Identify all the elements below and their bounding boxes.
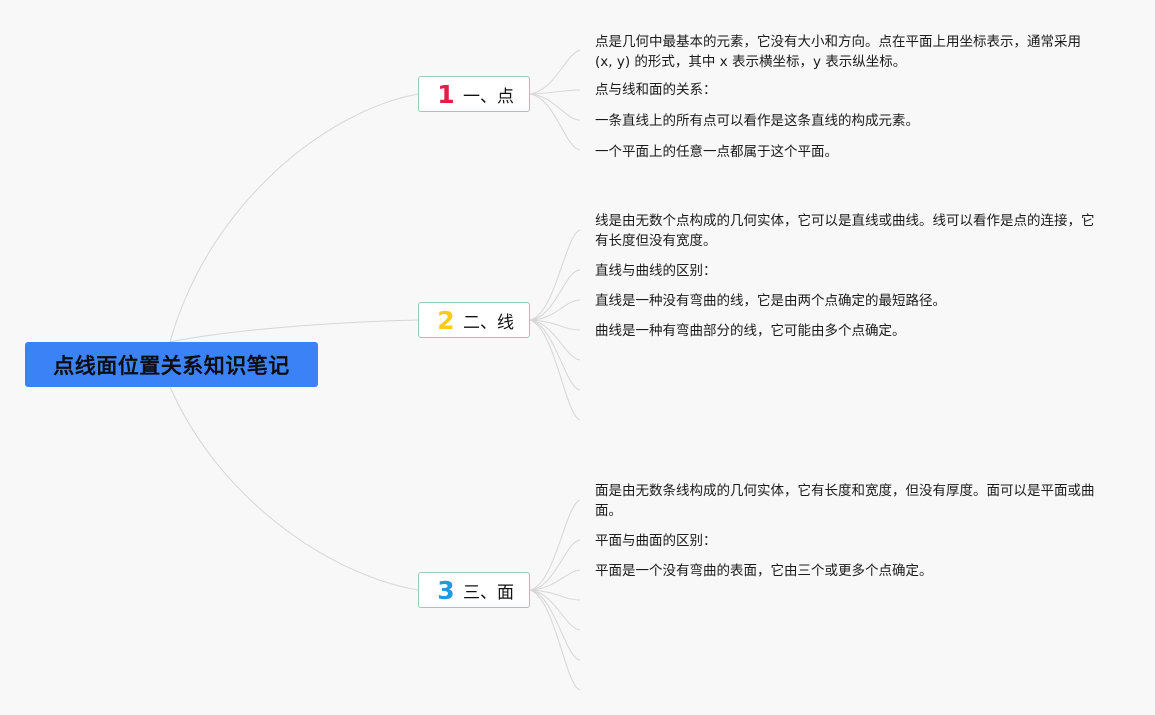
connector-b2-leaf-6 xyxy=(529,319,581,391)
number-two-icon: 2 xyxy=(437,305,455,335)
leaf-topic[interactable]: 曲线是一种有弯曲部分的线，它可能由多个点确定。 xyxy=(595,323,906,339)
leaf-topic[interactable]: 直线与曲线的区别： xyxy=(595,263,717,279)
connector-b2-leaf-4 xyxy=(529,319,581,331)
branch-label: 三、面 xyxy=(463,582,514,603)
leaf-topic[interactable]: 一条直线上的所有点可以看作是这条直线的构成元素。 xyxy=(595,113,919,129)
connector-b1-leaf-2 xyxy=(529,89,581,95)
branch-topic-point[interactable]: 1 一、点 xyxy=(418,76,530,112)
connector-b2-leaf-2 xyxy=(529,269,581,321)
leaf-topic[interactable]: 一个平面上的任意一点都属于这个平面。 xyxy=(595,144,838,160)
root-topic-label: 点线面位置关系知识笔记 xyxy=(53,353,290,378)
branch-label: 一、点 xyxy=(463,86,514,107)
connector-b3-leaf-1 xyxy=(529,499,581,591)
connector-b3-leaf-2 xyxy=(529,539,581,591)
connector-b3-leaf-4 xyxy=(529,589,581,601)
leaf-topic[interactable]: 点是几何中最基本的元素，它没有大小和方向。点在平面上用坐标表示，通常采用 (x,… xyxy=(595,34,1081,70)
connector-b1-leaf-1 xyxy=(529,49,581,95)
connector-b3-leaf-7 xyxy=(529,589,581,691)
leaf-topic[interactable]: 平面与曲面的区别： xyxy=(595,533,717,549)
root-topic[interactable]: 点线面位置关系知识笔记 xyxy=(25,342,318,387)
leaf-topic[interactable]: 直线是一种没有弯曲的线，它是由两个点确定的最短路径。 xyxy=(595,293,946,309)
branch-topic-plane[interactable]: 3 三、面 xyxy=(418,572,530,608)
connector-root-branch-3 xyxy=(169,386,419,591)
leaf-topic[interactable]: 点与线和面的关系： xyxy=(595,82,717,98)
number-one-icon: 1 xyxy=(437,79,455,109)
connector-b2-leaf-1 xyxy=(529,229,581,321)
connector-root-branch-2 xyxy=(169,319,419,343)
connector-root-branch-1 xyxy=(169,93,419,343)
leaf-topic[interactable]: 线是由无数个点构成的几何实体，它可以是直线或曲线。线可以看作是点的连接，它有长度… xyxy=(595,213,1095,249)
leaf-topic[interactable]: 平面是一个没有弯曲的表面，它由三个或更多个点确定。 xyxy=(595,563,933,579)
branch-label: 二、线 xyxy=(463,312,514,333)
connector-b1-leaf-3 xyxy=(529,93,581,121)
connector-b3-leaf-3 xyxy=(529,569,581,591)
branch-topic-line[interactable]: 2 二、线 xyxy=(418,302,530,338)
connector-b3-leaf-6 xyxy=(529,589,581,661)
connector-b2-leaf-3 xyxy=(529,299,581,321)
connector-b2-leaf-7 xyxy=(529,319,581,421)
connector-b2-leaf-5 xyxy=(529,319,581,361)
leaf-topic[interactable]: 面是由无数条线构成的几何实体，它有长度和宽度，但没有厚度。面可以是平面或曲面。 xyxy=(595,483,1095,519)
number-three-icon: 3 xyxy=(437,575,455,605)
connector-b1-leaf-4 xyxy=(529,93,581,151)
connector-b3-leaf-5 xyxy=(529,589,581,631)
